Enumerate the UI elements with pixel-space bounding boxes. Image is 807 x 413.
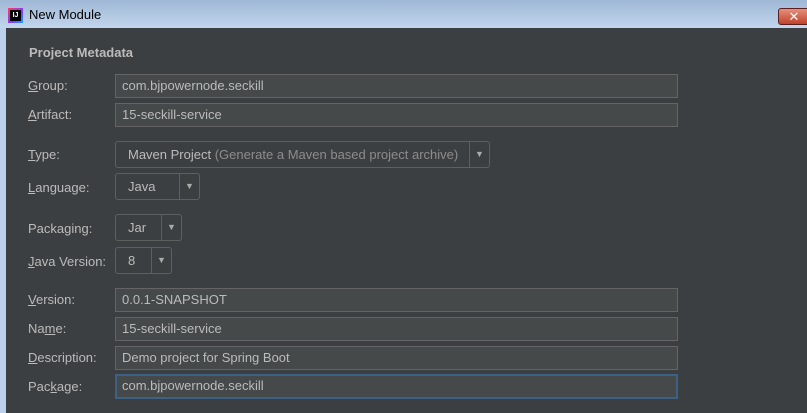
close-icon: ✕ [788, 9, 800, 24]
chevron-down-icon: ▼ [179, 174, 199, 199]
version-label: Version: [28, 292, 75, 307]
language-value: Java [128, 179, 156, 194]
java-version-value: 8 [128, 253, 136, 268]
description-label: Description: [28, 350, 97, 365]
type-value: Maven Project [128, 147, 212, 162]
name-input[interactable]: 15-seckill-service [115, 317, 678, 341]
artifact-label: Artifact: [28, 107, 73, 122]
java-version-label: Java Version: [28, 254, 107, 269]
window-title: New Module [29, 7, 102, 22]
package-label: Package: [28, 379, 83, 394]
version-input[interactable]: 0.0.1-SNAPSHOT [115, 288, 678, 312]
type-hint: (Generate a Maven based project archive) [214, 147, 459, 162]
description-input[interactable]: Demo project for Spring Boot [115, 346, 678, 370]
intellij-app-icon: IJ [8, 8, 23, 23]
chevron-down-icon: ▼ [469, 142, 489, 167]
packaging-label: Packaging: [28, 221, 93, 236]
package-input[interactable]: com.bjpowernode.seckill [115, 374, 678, 399]
packaging-dropdown[interactable]: Jar ▼ [115, 214, 182, 241]
chevron-down-icon: ▼ [151, 248, 171, 273]
group-input[interactable]: com.bjpowernode.seckill [115, 74, 678, 98]
chevron-down-icon: ▼ [161, 215, 181, 240]
packaging-value: Jar [128, 220, 147, 235]
close-button[interactable]: ✕ [778, 8, 807, 25]
type-dropdown[interactable]: Maven Project (Generate a Maven based pr… [115, 141, 490, 168]
group-label: Group: [28, 78, 68, 93]
title-bar: IJ New Module ✕ [0, 0, 807, 28]
language-dropdown[interactable]: Java ▼ [115, 173, 200, 200]
section-title: Project Metadata [29, 45, 134, 60]
language-label: Language: [28, 180, 90, 195]
name-label: Name: [28, 321, 67, 336]
java-version-dropdown[interactable]: 8 ▼ [115, 247, 172, 274]
type-label: Type: [28, 147, 60, 162]
artifact-input[interactable]: 15-seckill-service [115, 103, 678, 127]
